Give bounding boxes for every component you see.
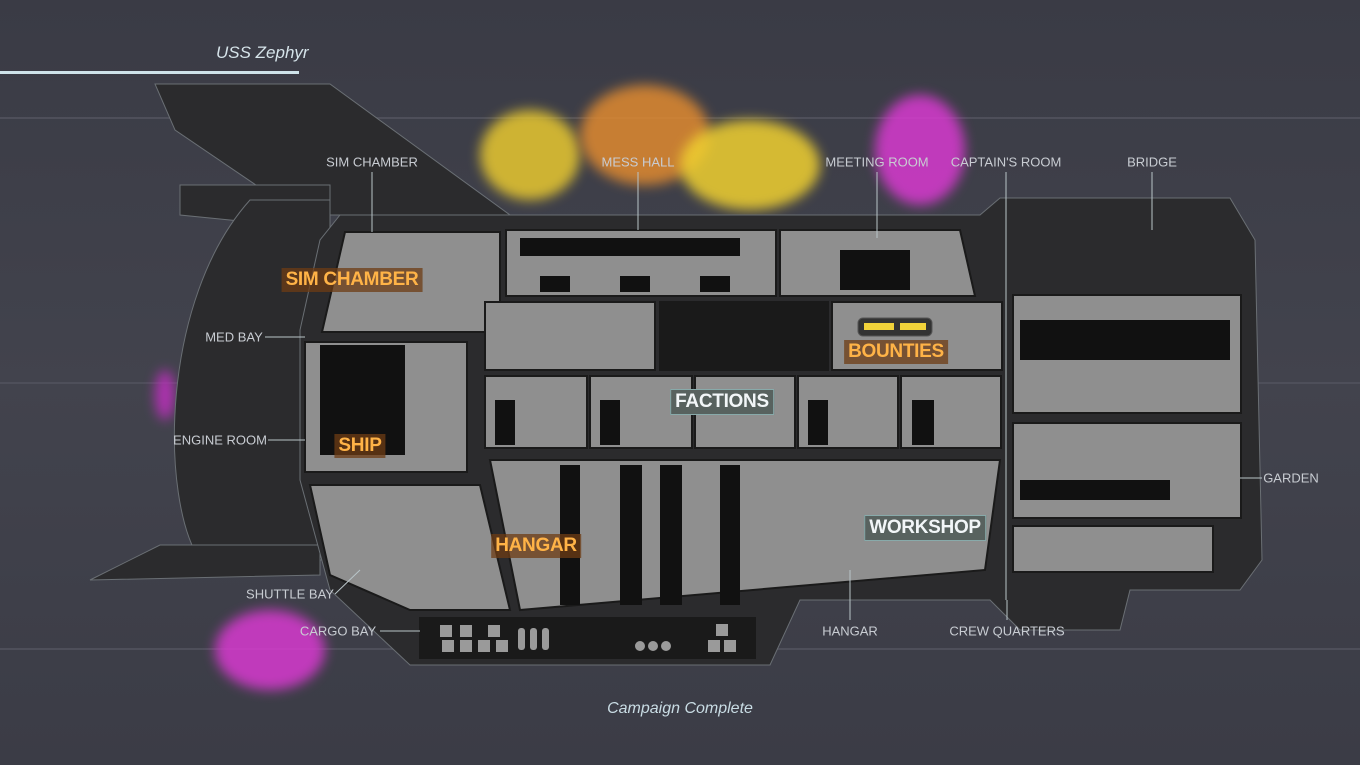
title-underline <box>0 71 299 74</box>
callout-med-bay: MED BAY <box>205 329 263 345</box>
callout-engine-room: ENGINE ROOM <box>173 432 267 448</box>
ship-name: USS Zephyr <box>216 43 309 62</box>
callout-garden: GARDEN <box>1263 470 1319 486</box>
callout-mess-hall: MESS HALL <box>601 154 675 170</box>
room-shuttle-bay <box>308 484 512 611</box>
room-crew-quarters <box>1012 525 1214 573</box>
callout-meeting-room: MEETING ROOM <box>825 154 929 170</box>
room-button-bounties[interactable]: BOUNTIES <box>844 340 948 364</box>
firework <box>155 370 175 420</box>
room-cargo-bay <box>419 617 756 659</box>
campaign-status: Campaign Complete <box>607 700 753 717</box>
firework <box>680 120 820 210</box>
callout-hangar: HANGAR <box>822 623 878 639</box>
firework <box>215 610 325 690</box>
firework <box>480 110 580 200</box>
room-button-ship[interactable]: SHIP <box>334 434 386 458</box>
firework <box>875 95 965 205</box>
callout-cargo-bay: CARGO BAY <box>299 623 377 639</box>
callout-captains-room: CAPTAIN'S ROOM <box>950 154 1062 170</box>
callout-shuttle-bay: SHUTTLE BAY <box>246 586 334 602</box>
room-garden <box>1012 422 1242 519</box>
callout-crew-quarters: CREW QUARTERS <box>949 623 1065 639</box>
callout-bridge: BRIDGE <box>1127 154 1177 170</box>
room-button-hangar[interactable]: HANGAR <box>491 534 581 558</box>
bottom-fin <box>89 544 321 581</box>
room-button-sim-chamber[interactable]: SIM CHAMBER <box>281 268 423 292</box>
room-button-factions[interactable]: FACTIONS <box>670 389 774 415</box>
room-button-workshop[interactable]: WORKSHOP <box>864 515 986 541</box>
room-hangar <box>488 459 1002 612</box>
callout-sim-chamber: SIM CHAMBER <box>326 154 418 170</box>
